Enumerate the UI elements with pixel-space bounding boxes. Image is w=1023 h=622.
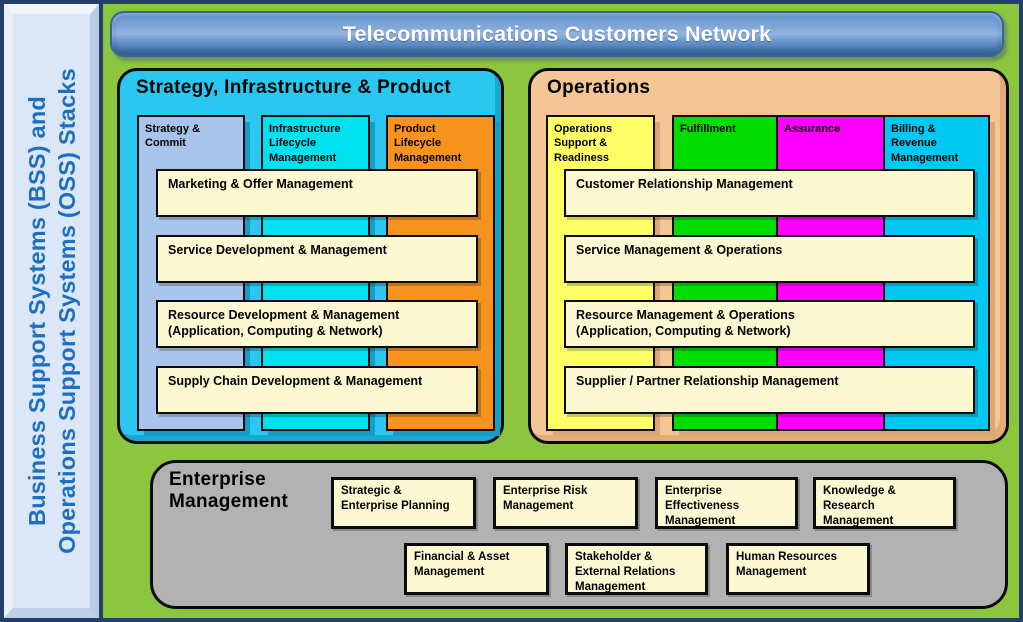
enterprise-box-stakeholder-external-relations-management: Stakeholder & External Relations Managem… xyxy=(565,543,708,595)
sip-row-resource-development-management: Resource Development & Management (Appli… xyxy=(156,300,478,348)
ops-row-resource-management-operations: Resource Management & Operations (Applic… xyxy=(564,300,975,348)
operations-title: Operations xyxy=(547,77,651,98)
bss-oss-sidebar: Business Support Systems (BSS) and Opera… xyxy=(4,4,99,618)
sip-row-supply-chain-development-management: Supply Chain Development & Management xyxy=(156,366,478,414)
enterprise-box-enterprise-effectiveness-management: Enterprise Effectiveness Management xyxy=(655,477,798,529)
enterprise-management-section: Enterprise Management Strategic & Enterp… xyxy=(150,460,1008,609)
enterprise-box-enterprise-risk-management: Enterprise Risk Management xyxy=(493,477,638,529)
enterprise-box-financial-asset-management: Financial & Asset Management xyxy=(404,543,549,595)
enterprise-box-strategic-enterprise-planning: Strategic & Enterprise Planning xyxy=(331,477,476,529)
operations-section: Operations Operations Support & Readines… xyxy=(528,68,1009,444)
enterprise-box-knowledge-research-management: Knowledge & Research Management xyxy=(813,477,956,529)
enterprise-management-title: Enterprise Management xyxy=(169,469,289,512)
ops-row-service-management-operations: Service Management & Operations xyxy=(564,235,975,283)
enterprise-box-human-resources-management: Human Resources Management xyxy=(726,543,870,595)
sip-row-marketing-offer-management: Marketing & Offer Management xyxy=(156,169,478,217)
ops-row-customer-relationship-management: Customer Relationship Management xyxy=(564,169,975,217)
sip-title: Strategy, Infrastructure & Product xyxy=(136,77,451,98)
sidebar-label: Business Support Systems (BSS) and Opera… xyxy=(23,68,80,554)
banner-title: Telecommunications Customers Network xyxy=(342,21,772,46)
customers-network-banner: Telecommunications Customers Network xyxy=(110,11,1004,57)
sip-row-service-development-management: Service Development & Management xyxy=(156,235,478,283)
ops-row-supplier-partner-relationship-management: Supplier / Partner Relationship Manageme… xyxy=(564,366,975,414)
sip-section: Strategy, Infrastructure & Product Strat… xyxy=(117,68,504,444)
